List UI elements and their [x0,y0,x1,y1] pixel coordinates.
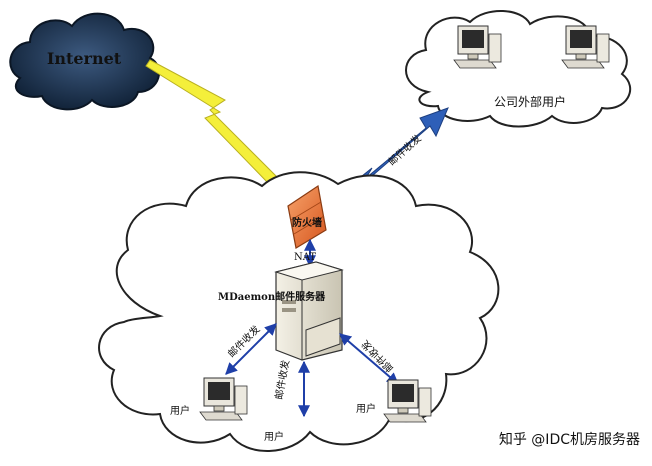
server-label: MDaemon邮件服务器 [218,290,326,303]
link-user-left [225,323,277,375]
firewall-label: 防火墙 [292,216,322,229]
firewall-icon: 防火墙 [287,184,327,249]
nat-label: NAT [294,252,316,263]
external-users-label: 公司外部用户 [494,94,566,109]
internet-label: Internet [47,49,122,68]
external-pc-2-icon [561,25,610,69]
internet-cloud: Internet [9,12,160,111]
user-left-label: 用户 [170,404,190,417]
lightning-bolt-icon [145,59,292,191]
user-right-label: 用户 [356,402,376,415]
user-middle-label: 用户 [264,430,284,443]
watermark: 知乎 @IDC机房服务器 [499,431,640,448]
external-users-cloud: 公司外部用户 [405,9,632,128]
link-external-label: 邮件收发 [385,132,423,168]
mail-server-icon [274,261,344,361]
link-user-right [339,333,399,385]
